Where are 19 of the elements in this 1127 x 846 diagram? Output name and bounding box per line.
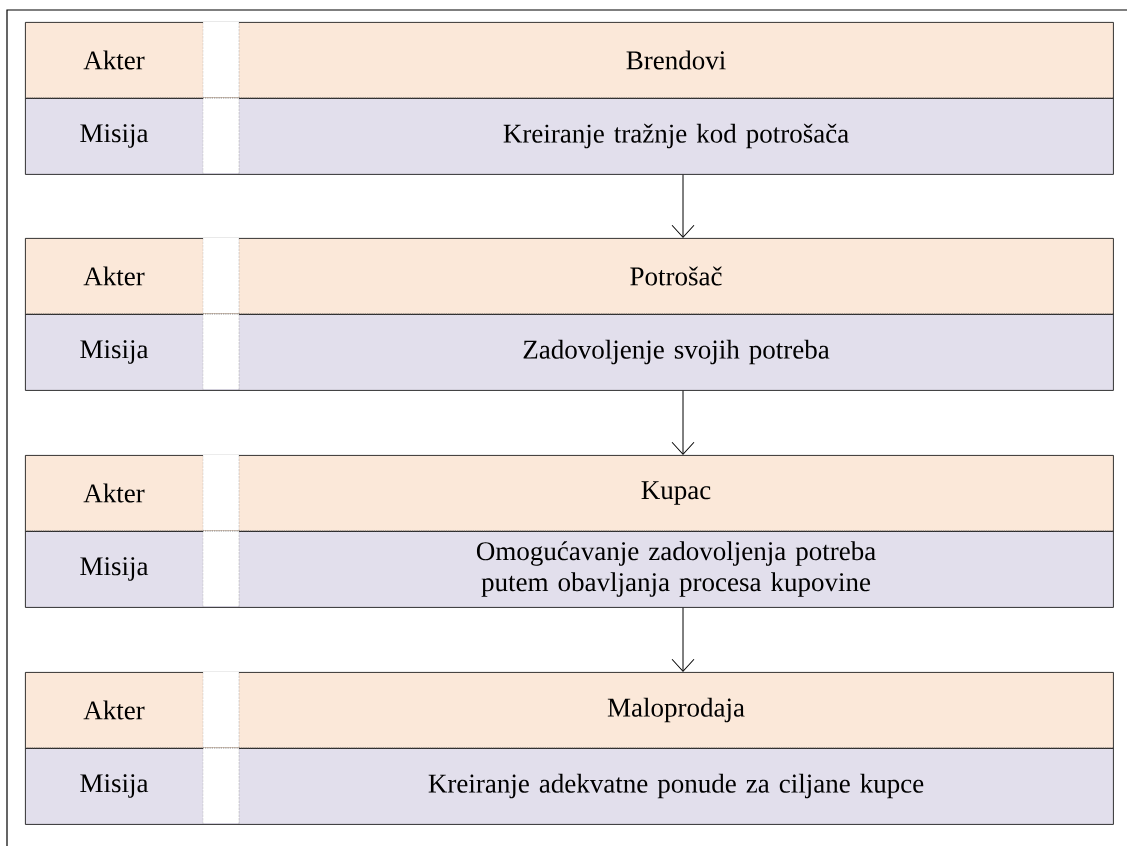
- row-label: Misija: [80, 557, 149, 581]
- row-text: Maloprodaja: [607, 697, 745, 723]
- row-text: Kreiranje tražnje kod potrošača: [503, 123, 849, 149]
- row-label: Akter: [83, 483, 145, 503]
- row-text: Potrošač: [630, 266, 722, 286]
- row-text: Zadovoljenje svojih potreba: [523, 339, 830, 365]
- row-text: Kreiranje adekvatne ponude za ciljane kupce: [428, 773, 924, 799]
- row-text: Omogućavanje zadovoljenja potreba putem obavljanja procesa kupovine: [476, 541, 876, 597]
- arrow: [671, 607, 695, 672]
- row-label: Akter: [83, 266, 145, 286]
- arrow: [671, 174, 695, 238]
- row-text: Kupac: [641, 481, 711, 505]
- row-label: Misija: [80, 340, 149, 364]
- row-text: Brendovi: [626, 50, 726, 70]
- row-label: Misija: [80, 774, 149, 798]
- arrow: [671, 390, 695, 455]
- row-label: Akter: [83, 50, 145, 70]
- row-label: Akter: [83, 700, 145, 720]
- row-label: Misija: [80, 124, 149, 148]
